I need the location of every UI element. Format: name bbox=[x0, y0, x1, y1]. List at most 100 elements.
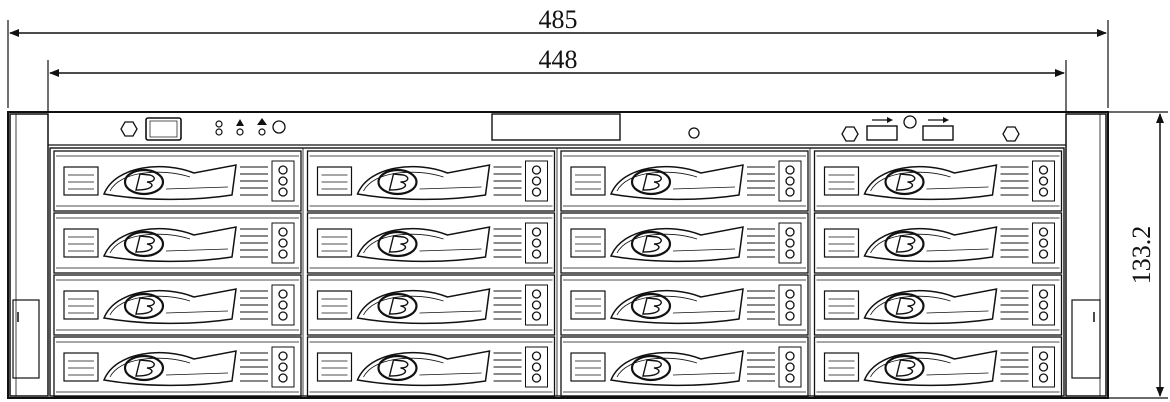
tray-label bbox=[316, 352, 353, 382]
drive-led-icon bbox=[531, 373, 542, 383]
usb-port-icon bbox=[866, 117, 898, 141]
drive-tray[interactable] bbox=[53, 274, 302, 336]
drive-tray[interactable] bbox=[53, 212, 302, 274]
tray-led-panel bbox=[271, 284, 295, 326]
drive-led-icon bbox=[531, 187, 542, 197]
tray-led-panel bbox=[1032, 284, 1055, 326]
drive-led-icon bbox=[278, 238, 288, 248]
drive-led-icon bbox=[278, 362, 288, 372]
drive-led-icon bbox=[531, 300, 542, 310]
tray-label bbox=[316, 290, 353, 320]
drive-led-icon bbox=[278, 176, 288, 186]
drive-tray[interactable] bbox=[813, 274, 1063, 336]
drive-tray[interactable] bbox=[560, 150, 809, 212]
drive-led-icon bbox=[785, 289, 795, 299]
tray-led-panel bbox=[1032, 346, 1055, 388]
drive-tray[interactable] bbox=[53, 336, 302, 398]
drive-led-icon bbox=[1038, 249, 1049, 259]
drive-tray[interactable] bbox=[813, 212, 1063, 274]
tray-handle-icon[interactable] bbox=[356, 226, 491, 263]
tray-label bbox=[316, 228, 353, 258]
tray-led-panel bbox=[778, 346, 802, 388]
indicator-led-icon bbox=[257, 118, 267, 136]
tray-led-panel bbox=[778, 222, 802, 264]
display-window bbox=[491, 113, 621, 141]
tray-label bbox=[823, 166, 860, 196]
tray-handle-icon[interactable] bbox=[356, 350, 491, 387]
drive-tray[interactable] bbox=[560, 212, 809, 274]
tray-label bbox=[823, 290, 860, 320]
drive-led-icon bbox=[1038, 289, 1049, 299]
tray-handle-icon[interactable] bbox=[609, 288, 744, 325]
drive-led-icon bbox=[531, 176, 542, 186]
drive-led-icon bbox=[278, 227, 288, 237]
tray-led-panel bbox=[1032, 222, 1055, 264]
drive-tray[interactable] bbox=[560, 274, 809, 336]
drive-led-icon bbox=[785, 227, 795, 237]
tray-handle-icon[interactable] bbox=[863, 164, 998, 201]
drive-led-icon bbox=[531, 238, 542, 248]
tray-led-panel bbox=[271, 346, 295, 388]
drive-tray[interactable] bbox=[306, 212, 556, 274]
drive-tray[interactable] bbox=[813, 150, 1063, 212]
dimension-body-width: 448 bbox=[47, 45, 1067, 112]
drive-led-icon bbox=[1038, 238, 1049, 248]
tray-handle-icon[interactable] bbox=[609, 164, 744, 201]
tray-led-panel bbox=[1032, 160, 1055, 202]
drive-led-icon bbox=[785, 373, 795, 383]
drive-led-icon bbox=[785, 300, 795, 310]
tray-handle-icon[interactable] bbox=[356, 164, 491, 201]
drive-tray[interactable] bbox=[306, 336, 556, 398]
tray-handle-icon[interactable] bbox=[609, 226, 744, 263]
drive-tray[interactable] bbox=[306, 150, 556, 212]
drive-led-icon bbox=[785, 311, 795, 321]
drive-led-icon bbox=[531, 362, 542, 372]
drive-bay-grid bbox=[53, 150, 1063, 398]
drive-led-icon bbox=[278, 351, 288, 361]
tray-handle-icon[interactable] bbox=[102, 350, 237, 387]
indicator-led-icon bbox=[236, 119, 244, 136]
drive-tray[interactable] bbox=[53, 150, 302, 212]
tray-handle-icon[interactable] bbox=[609, 350, 744, 387]
drive-led-icon bbox=[1038, 373, 1049, 383]
tray-handle-icon[interactable] bbox=[863, 226, 998, 263]
tray-handle-icon[interactable] bbox=[102, 288, 237, 325]
drive-led-icon bbox=[1038, 351, 1049, 361]
drive-led-icon bbox=[531, 351, 542, 361]
tray-label bbox=[316, 166, 353, 196]
indicator-led-icon bbox=[215, 120, 223, 136]
tray-led-panel bbox=[525, 160, 548, 202]
dimension-overall-width: 485 bbox=[7, 5, 1109, 108]
tray-handle-icon[interactable] bbox=[102, 226, 237, 263]
chassis bbox=[7, 111, 1109, 399]
drive-led-icon bbox=[278, 187, 288, 197]
tray-label bbox=[63, 290, 99, 320]
drive-tray[interactable] bbox=[560, 336, 809, 398]
tray-label bbox=[823, 352, 860, 382]
tray-led-panel bbox=[778, 160, 802, 202]
right-rack-ear bbox=[1065, 113, 1107, 397]
drive-led-icon bbox=[278, 373, 288, 383]
tray-handle-icon[interactable] bbox=[863, 288, 998, 325]
tray-handle-icon[interactable] bbox=[102, 164, 237, 201]
front-panel bbox=[48, 113, 1066, 146]
front-led bbox=[903, 115, 917, 129]
drive-led-icon bbox=[278, 289, 288, 299]
tray-label bbox=[63, 352, 99, 382]
dimension-height: 133.2 bbox=[1108, 111, 1168, 399]
tray-handle-icon[interactable] bbox=[863, 350, 998, 387]
drive-tray[interactable] bbox=[306, 274, 556, 336]
usb-port-icon bbox=[922, 117, 954, 141]
tray-led-panel bbox=[525, 284, 548, 326]
tray-handle-icon[interactable] bbox=[356, 288, 491, 325]
screw-icon bbox=[1002, 126, 1020, 142]
screw-icon bbox=[120, 121, 138, 137]
drive-tray[interactable] bbox=[813, 336, 1063, 398]
tray-label bbox=[570, 290, 606, 320]
left-ear-handle bbox=[12, 299, 40, 379]
overall-width-label: 485 bbox=[539, 5, 578, 34]
body-width-label: 448 bbox=[539, 45, 578, 74]
drive-led-icon bbox=[278, 311, 288, 321]
drive-led-icon bbox=[785, 176, 795, 186]
